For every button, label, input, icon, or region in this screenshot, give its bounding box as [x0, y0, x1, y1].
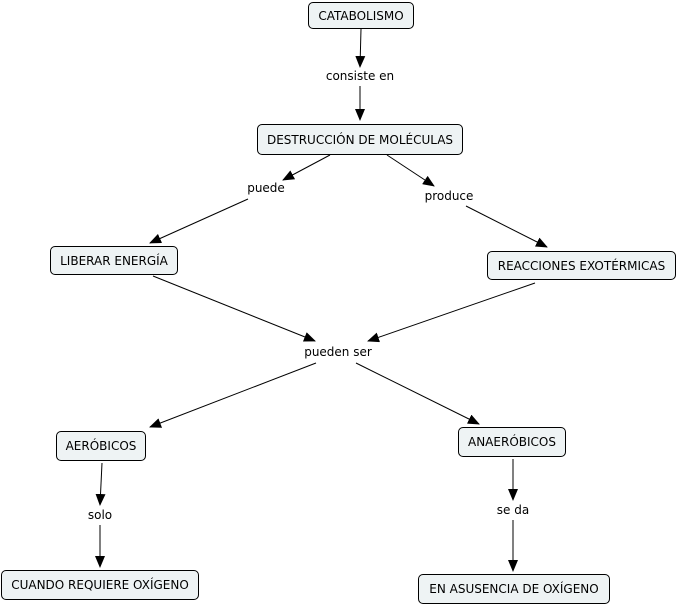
line-destruccion-to-puede [282, 154, 331, 181]
line-produce-to-reacciones [465, 205, 548, 248]
link-label-produce: produce [423, 189, 475, 203]
line-aerobicos-to-solo [95, 462, 106, 506]
line-pueden-to-aerobicos [149, 362, 317, 428]
link-label-pueden-ser: pueden ser [303, 345, 373, 359]
node-aerobicos[interactable]: AERÓBICOS [56, 431, 146, 461]
line-destruccion-to-produce [386, 154, 435, 187]
line-catabolismo-to-consiste [355, 28, 366, 68]
line-reacciones-to-pueden [367, 282, 536, 343]
line-pueden-to-anaerobicos [355, 362, 480, 425]
node-anaerobicos[interactable]: ANAERÓBICOS [458, 427, 566, 457]
node-reacciones-exotermicas[interactable]: REACCIONES EXOTÉRMICAS [487, 251, 676, 280]
link-label-consiste-en: consiste en [324, 69, 396, 83]
line-liberar-to-pueden [152, 275, 316, 342]
link-label-puede: puede [246, 181, 286, 195]
node-liberar-energia[interactable]: LIBERAR ENERGÍA [50, 246, 178, 275]
node-cuando-requiere-oxigeno[interactable]: CUANDO REQUIERE OXÍGENO [1, 570, 199, 600]
node-destruccion-de-moleculas[interactable]: DESTRUCCIÓN DE MOLÉCULAS [257, 124, 463, 155]
link-label-solo: solo [86, 508, 114, 522]
line-puede-to-liberar [149, 198, 249, 244]
node-en-ausencia-de-oxigeno[interactable]: EN ASUSENCIA DE OXÍGENO [418, 574, 610, 604]
node-catabolismo[interactable]: CATABOLISMO [308, 2, 414, 29]
link-label-se-da: se da [495, 503, 531, 517]
